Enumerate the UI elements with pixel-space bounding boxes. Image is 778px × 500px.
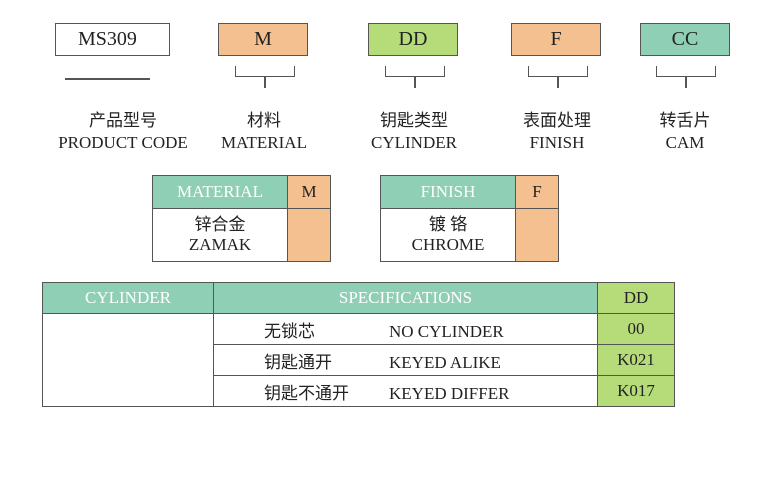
label-cam: 转舌片 CAM (610, 110, 760, 154)
label-cn: 产品型号 (89, 111, 157, 130)
spec-en: KEYED DIFFER (389, 383, 510, 403)
code-box-product: MS309 (55, 23, 170, 56)
material-header: MATERIAL (152, 175, 288, 209)
spec-en: KEYED ALIKE (389, 352, 501, 372)
spec-en: NO CYLINDER (389, 321, 504, 341)
table-row: 无锁芯 NO CYLINDER 00 (42, 313, 675, 407)
code-box-material: M (218, 23, 308, 56)
finish-code: F (515, 175, 559, 209)
table-row: 钥匙不通开 KEYED DIFFER K017 (43, 375, 675, 407)
label-cylinder: 钥匙类型 CYLINDER (339, 110, 489, 154)
table-row: 钥匙通开 KEYED ALIKE K021 (43, 344, 675, 376)
label-en: MATERIAL (221, 133, 307, 152)
spec-cn: 钥匙通开 (264, 352, 332, 372)
spec-code: K021 (597, 344, 675, 376)
finish-en: CHROME (411, 235, 485, 254)
bracket-stem (685, 76, 687, 88)
bracket-stem (557, 76, 559, 88)
material-cn: 锌合金 (194, 215, 246, 234)
label-cn: 表面处理 (523, 111, 591, 130)
code-box-cylinder: DD (368, 23, 458, 56)
label-finish: 表面处理 FINISH (482, 110, 632, 154)
spec-code: 00 (597, 313, 675, 345)
spec-cn: 钥匙不通开 (264, 383, 349, 403)
label-product: 产品型号 PRODUCT CODE (48, 110, 198, 154)
label-en: PRODUCT CODE (58, 133, 188, 152)
bracket-stem (264, 76, 266, 88)
bracket-product (65, 78, 150, 80)
material-en: ZAMAK (188, 235, 252, 254)
spec-cn: 无锁芯 (264, 321, 315, 341)
spec-header: SPECIFICATIONS (213, 282, 598, 314)
finish-swatch (515, 208, 559, 262)
bracket-stem (414, 76, 416, 88)
cylinder-image-cell (42, 313, 214, 407)
dd-header: DD (597, 282, 675, 314)
material-swatch (287, 208, 331, 262)
label-material: 材料 MATERIAL (189, 110, 339, 154)
label-cn: 钥匙类型 (380, 111, 448, 130)
label-en: FINISH (529, 133, 585, 152)
spec-code: K017 (597, 375, 675, 407)
label-en: CAM (665, 133, 705, 152)
cylinder-header: CYLINDER (42, 282, 214, 314)
finish-header: FINISH (380, 175, 516, 209)
label-cn: 转舌片 (659, 111, 711, 130)
code-box-finish: F (511, 23, 601, 56)
material-code: M (287, 175, 331, 209)
label-en: CYLINDER (371, 133, 457, 152)
label-cn: 材料 (247, 111, 281, 130)
code-box-cam: CC (640, 23, 730, 56)
finish-cn: 镀 铬 (428, 215, 468, 234)
